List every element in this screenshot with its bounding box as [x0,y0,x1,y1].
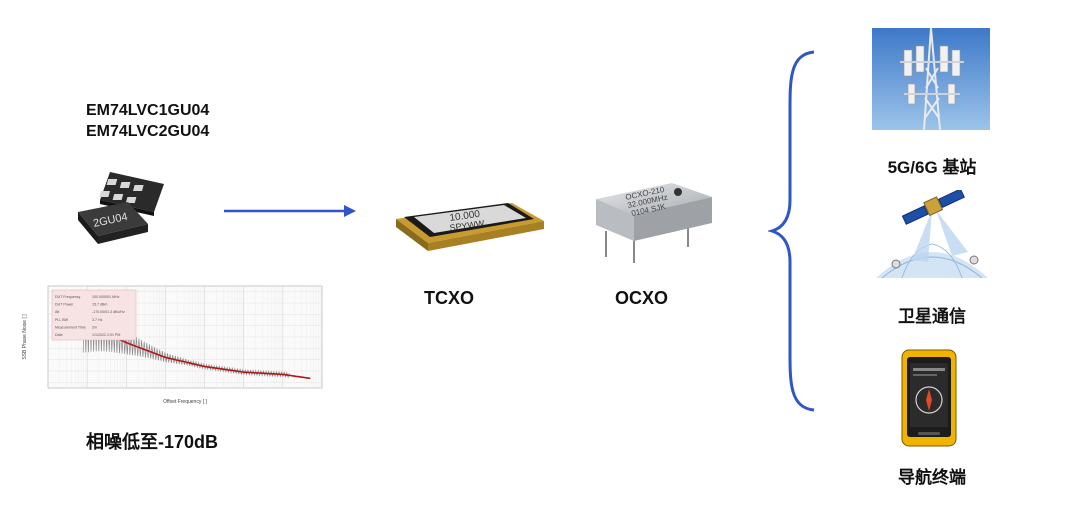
satellite-image [872,188,992,279]
cell-tower-image [872,27,992,131]
rugged-phone-image [898,348,960,448]
part-number-list: EM74LVC1GU04 EM74LVC2GU04 [86,100,209,142]
ocxo-image: OCXO-210 32.000MHz 0104 SJK [592,175,717,265]
tcxo-marking-line1: 10.000 [449,209,481,224]
legend-key: Att [55,310,59,314]
phase-noise-caption: 相噪低至-170dB [86,432,219,452]
grouping-brace [768,50,815,412]
application-label-satellite: 卫星通信 [898,307,966,326]
chip-back-view [99,172,164,216]
chip-package-image: 2GU04 [72,150,182,260]
legend-key: PLL BW [55,318,69,322]
legend-key: DUT Frequency [55,295,81,299]
legend-box [51,289,137,341]
legend-value: 3.7 Hz [92,318,103,322]
legend-key: Date [55,333,63,337]
legend-value: -170.00/01.3 dBc/Hz [92,310,125,314]
part-number-1: EM74LVC1GU04 [86,102,210,119]
legend-value: 2m [92,325,97,329]
tcxo-image: 10.000 SPYWW [392,185,547,260]
legend-key: Measurement Time [55,325,86,329]
legend-key: DUT Power [55,303,74,307]
chip-front-view: 2GU04 [78,202,148,244]
legend-value: 15.7 dBm [92,303,107,307]
legend-value: 100.000001 MHz [92,295,120,299]
application-label-base-station: 5G/6G 基站 [887,158,977,177]
application-label-navigation: 导航终端 [898,468,966,487]
part-number-2: EM74LVC2GU04 [86,123,210,140]
tcxo-label: TCXO [424,288,475,308]
legend-value: 1/1/2022 2:01 PM [92,333,120,337]
ocxo-label: OCXO [615,288,669,308]
y-axis-label: SSB Phase Noise [ ] [22,314,28,360]
flow-arrow [224,205,356,217]
tcxo-marking-line2: SPYWW [449,218,486,233]
x-axis-label: Offset Frequency [ ] [163,399,207,405]
